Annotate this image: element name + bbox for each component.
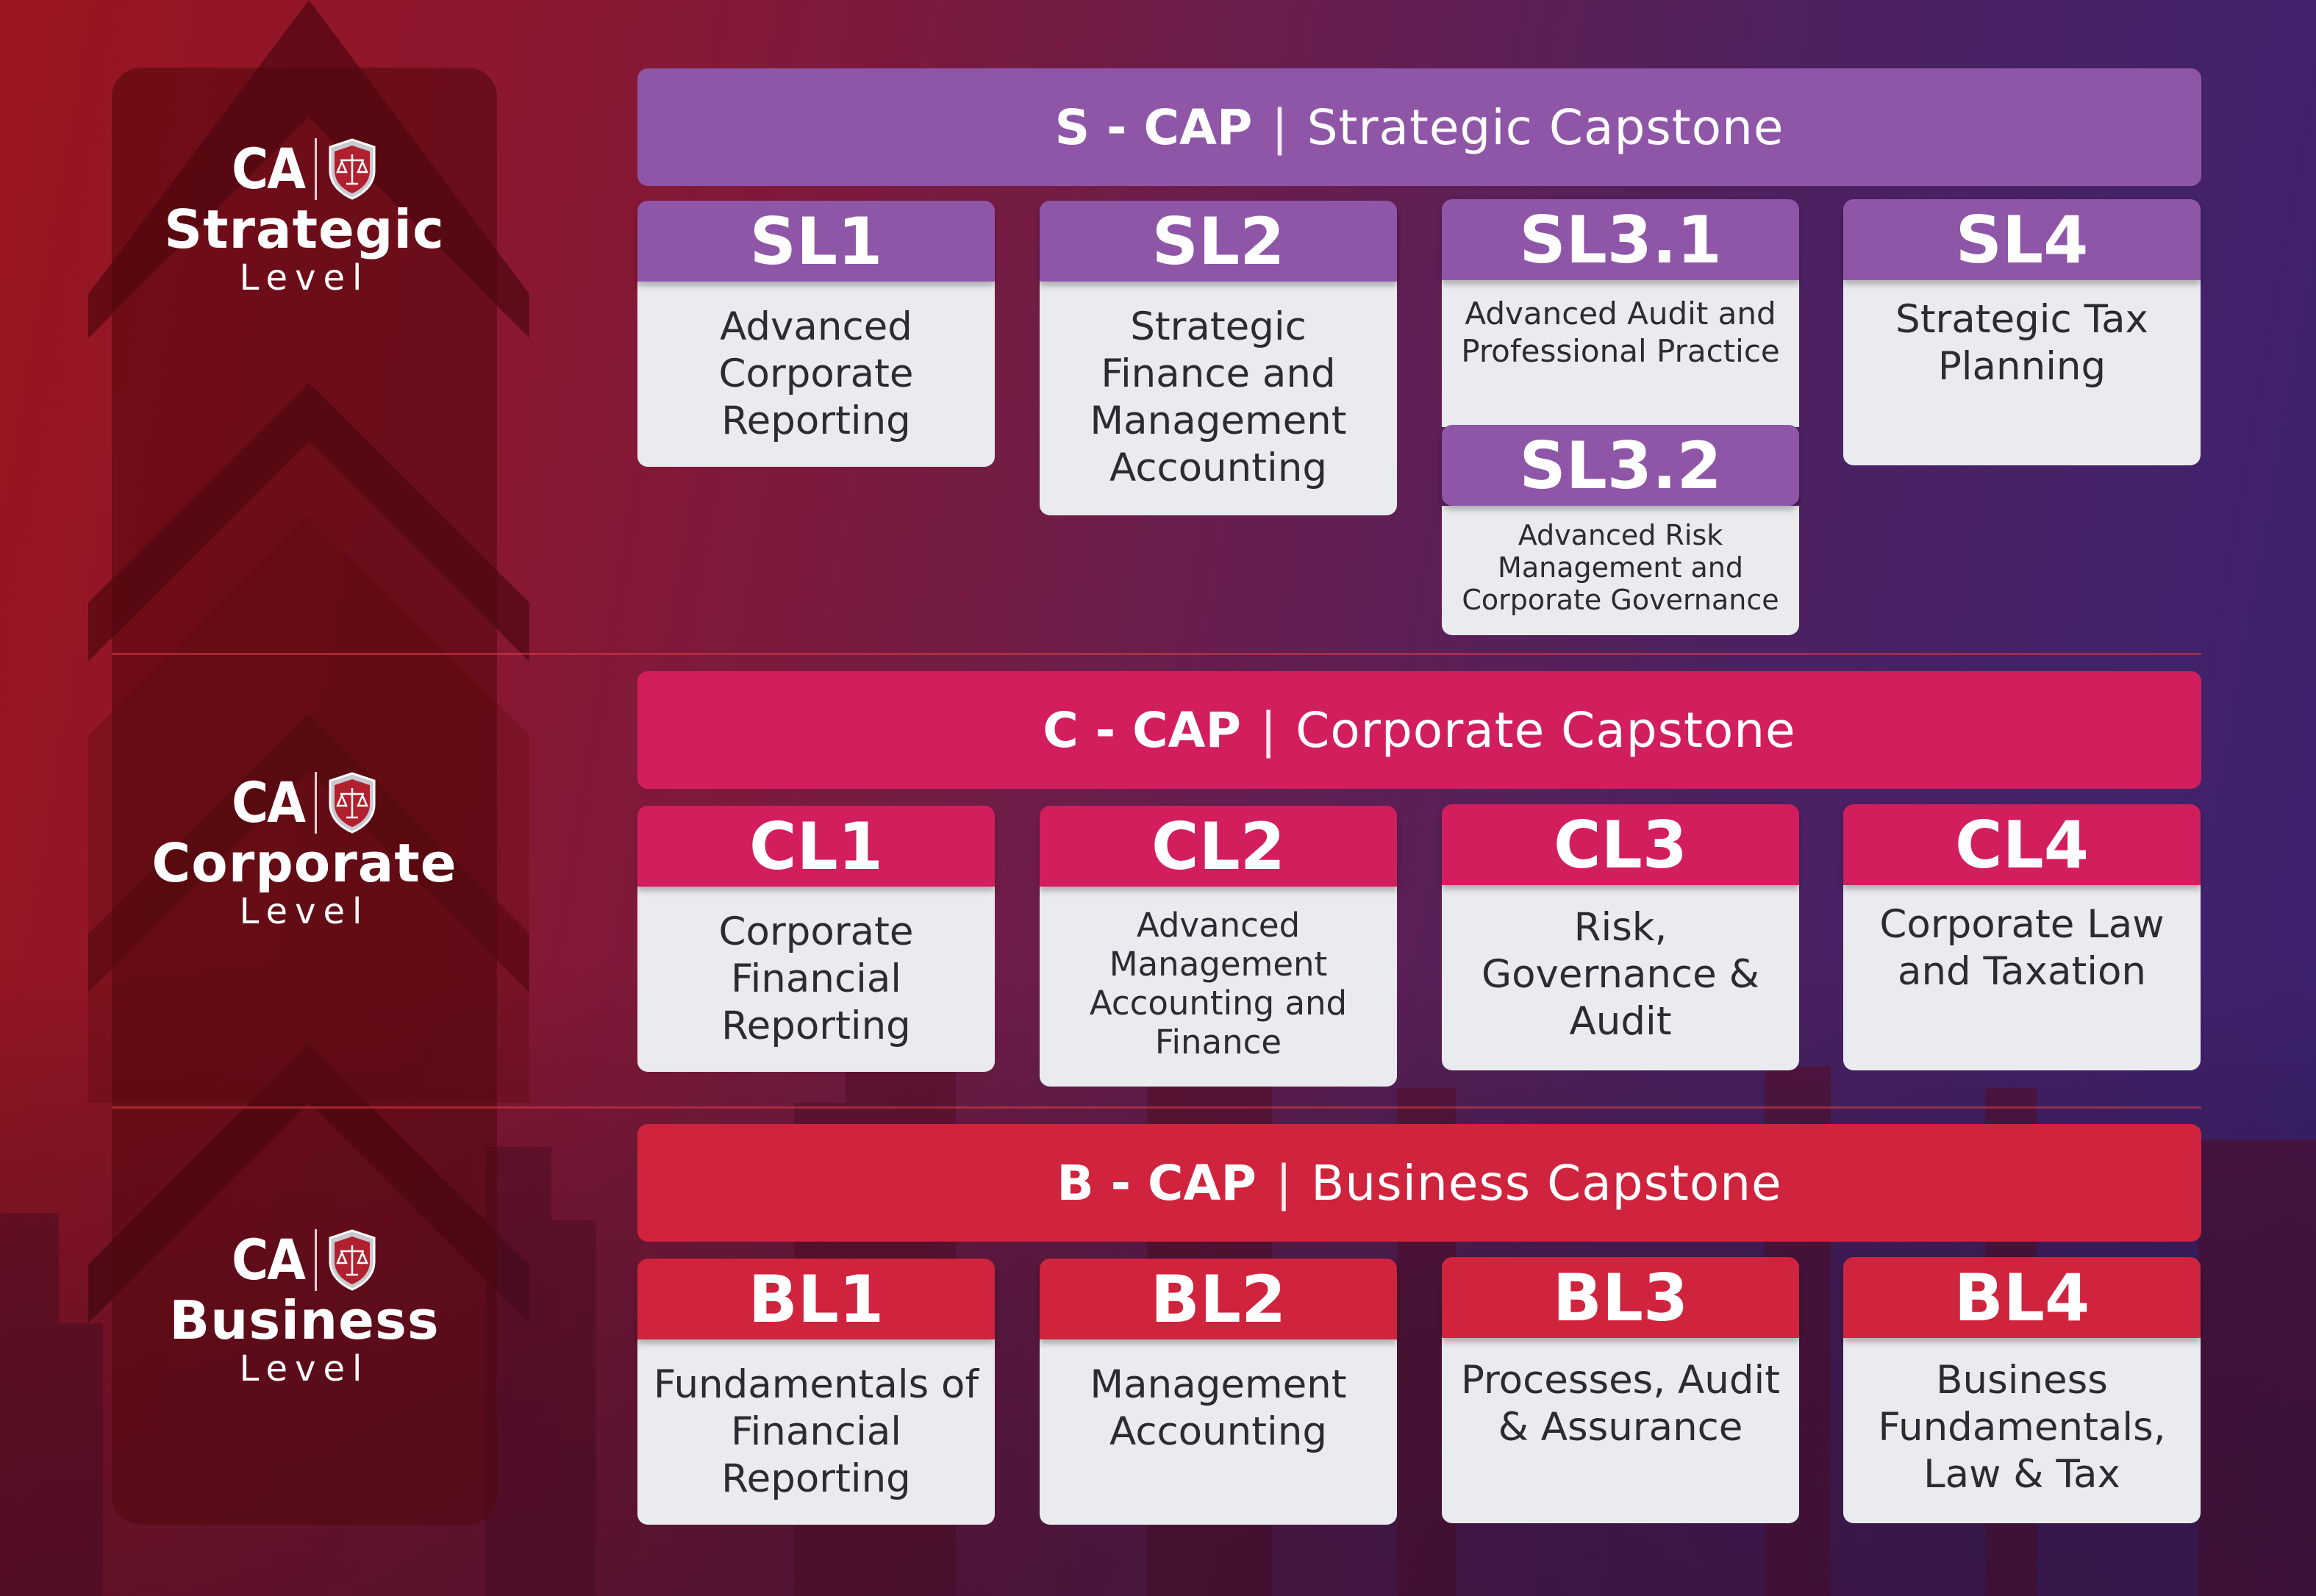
scales-shield-icon <box>329 138 376 200</box>
banner-code: C - CAP <box>1043 701 1241 759</box>
module-title: Advanced Management Accounting and Finan… <box>1040 887 1397 1087</box>
module-card-cl1: CL1 Corporate Financial Reporting <box>637 806 995 1072</box>
module-title: Management Accounting <box>1040 1339 1397 1525</box>
level-business: CA Business Level <box>112 1229 497 1388</box>
level-sidebar <box>112 68 497 1525</box>
module-card-bl4: BL4 Business Fundamentals, Law & Tax <box>1843 1257 2201 1523</box>
module-code: SL3.2 <box>1442 425 1799 506</box>
level-corporate: CA Corporate Level <box>112 772 497 931</box>
level-word: Level <box>239 891 370 932</box>
module-card-bl3: BL3 Processes, Audit & Assurance <box>1442 1257 1799 1523</box>
module-code: BL3 <box>1442 1257 1799 1338</box>
corporate-capstone-banner: C - CAP | Corporate Capstone <box>637 671 2201 789</box>
module-code: BL4 <box>1843 1257 2201 1338</box>
module-card-sl1: SL1 Advanced Corporate Reporting <box>637 201 995 467</box>
section-divider <box>112 653 2201 655</box>
ca-logo: CA <box>112 1229 497 1291</box>
scales-shield-icon <box>329 1229 376 1291</box>
module-code: SL3.1 <box>1442 199 1799 280</box>
scales-shield-icon <box>329 772 376 834</box>
module-code: CL3 <box>1442 804 1799 885</box>
module-code: CL1 <box>637 806 995 887</box>
ca-logo-text: CA <box>231 136 306 201</box>
module-title: Corporate Financial Reporting <box>637 887 995 1072</box>
section-divider <box>112 1106 2201 1109</box>
banner-name: Business Capstone <box>1311 1154 1782 1212</box>
business-capstone-banner: B - CAP | Business Capstone <box>637 1124 2201 1242</box>
banner-separator: | <box>1275 1154 1293 1212</box>
module-code: SL4 <box>1843 199 2201 280</box>
level-strategic: CA Strategic Level <box>112 138 497 297</box>
banner-code: B - CAP <box>1057 1154 1257 1212</box>
banner-name: Corporate Capstone <box>1295 701 1796 759</box>
module-code: SL1 <box>637 201 995 282</box>
module-card-cl3: CL3 Risk, Governance & Audit <box>1442 804 1799 1070</box>
module-code: BL1 <box>637 1259 995 1339</box>
module-code: SL2 <box>1040 201 1397 282</box>
level-name: Business <box>169 1289 440 1351</box>
module-title: Advanced Corporate Reporting <box>637 282 995 467</box>
banner-code: S - CAP <box>1054 99 1253 156</box>
module-code: CL2 <box>1040 806 1397 887</box>
strategic-capstone-banner: S - CAP | Strategic Capstone <box>637 68 2201 186</box>
module-card-bl1: BL1 Fundamentals of Financial Reporting <box>637 1259 995 1525</box>
module-title: Fundamentals of Financial Reporting <box>637 1339 995 1525</box>
module-title: Processes, Audit & Assurance <box>1442 1338 1799 1523</box>
level-word: Level <box>239 1348 370 1389</box>
module-code: CL4 <box>1843 804 2201 885</box>
logo-divider <box>315 1229 318 1291</box>
logo-divider <box>315 772 318 834</box>
module-title: Strategic Finance and Management Account… <box>1040 282 1397 515</box>
module-card-bl2: BL2 Management Accounting <box>1040 1259 1397 1525</box>
module-title: Business Fundamentals, Law & Tax <box>1843 1338 2201 1523</box>
module-title: Strategic Tax Planning <box>1843 280 2201 465</box>
banner-name: Strategic Capstone <box>1307 99 1784 156</box>
module-title: Risk, Governance & Audit <box>1442 885 1799 1070</box>
module-card-sl3-1: SL3.1 Advanced Audit and Professional Pr… <box>1442 199 1799 427</box>
module-card-sl2: SL2 Strategic Finance and Management Acc… <box>1040 201 1397 515</box>
level-word: Level <box>239 257 370 298</box>
ca-logo-text: CA <box>231 1227 306 1292</box>
banner-separator: | <box>1260 701 1277 759</box>
module-card-cl4: CL4 Corporate Law and Taxation <box>1843 804 2201 1070</box>
banner-separator: | <box>1271 99 1288 156</box>
level-name: Corporate <box>151 832 457 894</box>
module-title: Corporate Law and Taxation <box>1843 885 2201 1070</box>
ca-logo-text: CA <box>231 770 306 835</box>
module-card-cl2: CL2 Advanced Management Accounting and F… <box>1040 806 1397 1087</box>
module-card-sl3-2: SL3.2 Advanced Risk Management and Corpo… <box>1442 425 1799 635</box>
module-card-sl4: SL4 Strategic Tax Planning <box>1843 199 2201 465</box>
ca-logo: CA <box>112 772 497 834</box>
module-title: Advanced Risk Management and Corporate G… <box>1442 506 1799 635</box>
level-name: Strategic <box>164 198 445 260</box>
module-code: BL2 <box>1040 1259 1397 1339</box>
ca-logo: CA <box>112 138 497 200</box>
logo-divider <box>315 138 318 200</box>
module-title: Advanced Audit and Professional Practice <box>1442 280 1799 427</box>
